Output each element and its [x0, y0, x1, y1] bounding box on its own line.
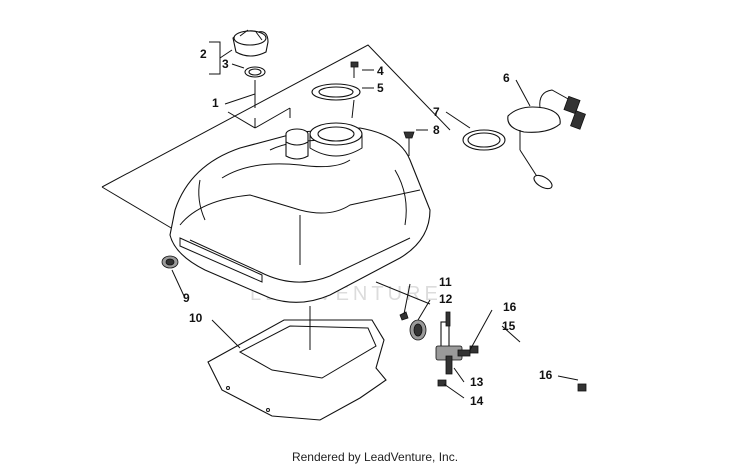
callout-8: 8 [433, 123, 440, 137]
callout-16-lower: 16 [539, 368, 553, 382]
leader-lines [171, 41, 579, 399]
callout-4: 4 [377, 64, 384, 78]
callout-2: 2 [200, 47, 207, 61]
callout-1: 1 [212, 96, 219, 110]
callout-10: 10 [189, 311, 203, 325]
callout-14: 14 [470, 394, 484, 408]
footer-credit: Rendered by LeadVenture, Inc. [291, 450, 459, 464]
callout-16-upper: 16 [503, 300, 517, 314]
callout-11: 11 [439, 275, 452, 289]
fuel-tank [169, 122, 431, 303]
assembly-bracket [101, 44, 451, 233]
grommet-9 [161, 255, 179, 269]
callout-3: 3 [222, 57, 229, 71]
cap-seal [244, 66, 266, 78]
skid-plate-10 [207, 306, 387, 421]
callout-12: 12 [439, 292, 453, 306]
callout-5: 5 [377, 81, 384, 95]
callout-7: 7 [433, 105, 440, 119]
callout-9: 9 [183, 291, 190, 305]
screw-4 [350, 61, 359, 78]
gasket-ring-5 [311, 83, 361, 101]
fuel-pump-6 [507, 89, 586, 190]
bolt-8 [403, 131, 415, 156]
fuel-line-15 [469, 327, 590, 392]
callout-15: 15 [502, 319, 516, 333]
o-ring-7 [462, 129, 506, 151]
callout-13: 13 [470, 375, 484, 389]
callout-6: 6 [503, 71, 510, 85]
fuel-cap [232, 29, 269, 57]
